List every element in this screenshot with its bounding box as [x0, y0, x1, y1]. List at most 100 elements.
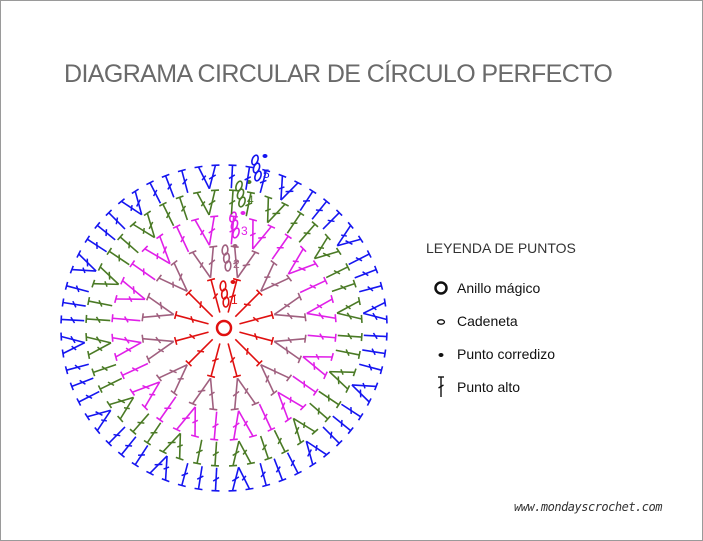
double-crochet-stitch	[94, 221, 116, 241]
double-crochet-stitch	[69, 265, 97, 274]
double-crochet-stitch	[314, 247, 342, 260]
double-crochet-stitch	[239, 310, 275, 325]
double-crochet-stitch	[298, 221, 319, 243]
double-crochet-stitch	[280, 180, 302, 201]
double-crochet-stitch	[248, 218, 258, 250]
double-crochet-stitch	[277, 391, 307, 411]
double-crochet-stitch	[141, 245, 171, 265]
double-crochet-stitch	[359, 363, 384, 375]
double-crochet-stitch	[236, 377, 260, 407]
double-crochet-stitch	[172, 224, 190, 253]
double-crochet-stitch	[129, 381, 160, 396]
round-label: 2	[233, 257, 240, 271]
double-crochet-stitch	[146, 180, 162, 204]
chain-icon	[433, 310, 449, 332]
legend-label: Punto alto	[457, 379, 521, 395]
double-crochet-stitch	[156, 396, 177, 423]
double-crochet-stitch	[117, 436, 137, 458]
double-crochet-stitch	[84, 235, 108, 253]
double-crochet-icon	[433, 376, 449, 398]
double-crochet-stitch	[245, 191, 256, 217]
double-crochet-stitch	[129, 221, 156, 239]
double-crochet-stitch	[61, 341, 86, 358]
double-crochet-stitch	[305, 441, 317, 468]
double-crochet-stitch	[190, 218, 211, 246]
double-crochet-stitch	[238, 440, 256, 465]
double-crochet-stitch	[340, 403, 364, 421]
round-label: 3	[241, 224, 248, 238]
double-crochet-stitch	[159, 201, 175, 227]
double-crochet-stitch	[239, 331, 275, 346]
double-crochet-stitch	[354, 265, 379, 279]
legend-item-magic-ring: Anillo mágico	[433, 277, 540, 299]
double-crochet-stitch	[117, 198, 143, 216]
double-crochet-stitch	[60, 315, 85, 324]
double-crochet-stitch	[273, 340, 303, 364]
double-crochet-stitch	[173, 310, 209, 325]
double-crochet-stitch	[313, 233, 331, 260]
watermark: www.mondayscrochet.com	[514, 500, 662, 514]
double-crochet-stitch	[155, 364, 188, 382]
double-crochet-stitch	[325, 263, 351, 279]
double-crochet-stitch	[185, 338, 214, 367]
double-crochet-stitch	[131, 444, 149, 468]
starting-chains-round-5	[251, 154, 262, 182]
double-crochet-stitch	[348, 250, 372, 266]
double-crochet-stitch	[228, 189, 238, 215]
double-crochet-stitch	[322, 426, 343, 447]
double-crochet-stitch	[278, 173, 287, 201]
double-crochet-stitch	[91, 363, 117, 377]
double-crochet-stitch	[91, 279, 119, 288]
double-crochet-stitch	[336, 296, 361, 314]
round-5: 5	[60, 154, 388, 492]
double-crochet-stitch	[244, 165, 254, 190]
double-crochet-stitch	[106, 247, 130, 266]
double-crochet-stitch	[190, 406, 200, 438]
double-crochet-stitch	[141, 381, 161, 411]
legend-item-double-crochet: Punto alto	[433, 376, 520, 398]
double-crochet-stitch	[318, 390, 342, 409]
double-crochet-stitch	[329, 368, 357, 377]
double-crochet-stitch	[363, 312, 388, 324]
slip-stitch	[240, 211, 246, 215]
double-crochet-stitch	[337, 332, 363, 342]
round-2: 2	[141, 244, 307, 411]
double-crochet-stitch	[359, 281, 384, 293]
double-crochet-stitch	[143, 210, 156, 238]
double-crochet-stitch	[309, 402, 331, 423]
double-crochet-stitch	[288, 260, 319, 275]
double-crochet-stitch	[258, 403, 276, 432]
double-crochet-stitch	[351, 384, 372, 406]
double-crochet-stitch	[105, 426, 126, 447]
double-crochet-stitch	[271, 233, 292, 260]
legend-item-slip-stitch: Punto corredizo	[433, 343, 555, 365]
double-crochet-stitch	[299, 188, 317, 212]
double-crochet-stitch	[264, 195, 273, 223]
double-crochet-stitch	[145, 292, 175, 316]
double-crochet-stitch	[211, 467, 220, 492]
double-crochet-stitch	[259, 463, 271, 488]
double-crochet-stitch	[61, 298, 86, 308]
double-crochet-stitch	[234, 289, 263, 318]
double-crochet-stitch	[106, 396, 134, 409]
double-crochet-stitch	[161, 173, 175, 198]
legend-label: Cadeneta	[457, 313, 518, 329]
double-crochet-stitch	[229, 410, 240, 441]
starting-chains-round-2	[221, 244, 232, 272]
double-crochet-stitch	[194, 466, 204, 491]
double-crochet-stitch	[228, 164, 237, 189]
double-crochet-stitch	[175, 433, 184, 461]
double-crochet-stitch	[114, 341, 142, 362]
double-crochet-stitch	[111, 333, 142, 344]
double-crochet-stitch	[208, 189, 220, 216]
double-crochet-stitch	[145, 340, 175, 364]
double-crochet-stitch	[306, 312, 337, 323]
double-crochet-stitch	[206, 343, 221, 379]
round-label: 5	[263, 167, 270, 181]
double-crochet-stitch	[277, 392, 292, 423]
starting-chains-round-4	[235, 180, 246, 208]
double-crochet-stitch	[143, 422, 162, 446]
double-crochet-stitch	[336, 221, 354, 247]
double-crochet-stitch	[286, 452, 302, 476]
double-crochet-stitch	[259, 435, 273, 461]
